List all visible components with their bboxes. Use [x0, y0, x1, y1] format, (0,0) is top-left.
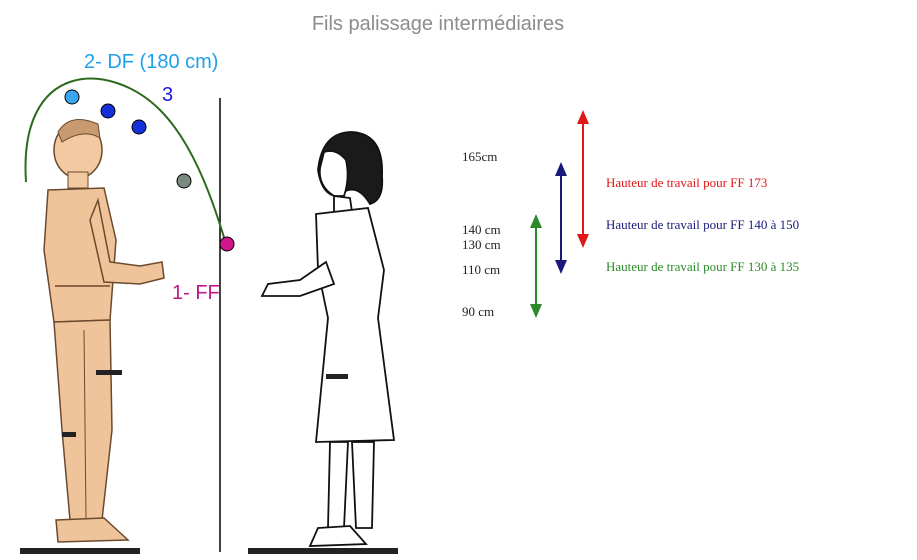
man-pocket-mark: [96, 370, 122, 375]
legend-red: Hauteur de travail pour FF 173: [606, 175, 767, 190]
woman-shoes: [308, 525, 368, 547]
man-ground: [20, 548, 140, 554]
man-leg-seam: [83, 329, 87, 519]
ff-label: 1- FF: [172, 282, 220, 304]
arrow-green-head-down: [530, 304, 542, 318]
arrow-navy-head-up: [555, 162, 567, 176]
legend-navy: Hauteur de travail pour FF 140 à 150: [606, 217, 799, 232]
dot-magenta: [219, 236, 235, 252]
arrow-green: [530, 214, 542, 318]
height-140: 140 cm: [462, 222, 501, 237]
arrow-red-head-down: [577, 234, 589, 248]
diagram-title: Fils palissage intermédiaires: [312, 13, 564, 35]
woman-pocket-mark: [326, 374, 348, 379]
woman-face: [318, 150, 349, 197]
df-label: 2- DF (180 cm): [84, 51, 218, 73]
arrow-green-head-up: [530, 214, 542, 228]
three-label: 3: [162, 84, 173, 106]
man-legs: [53, 319, 113, 521]
dot-gray: [176, 173, 192, 189]
man-arm: [89, 197, 165, 285]
dot-blue-2: [131, 119, 147, 135]
man-neck: [67, 171, 89, 189]
man-figure: [20, 119, 165, 554]
woman-ground: [248, 548, 398, 554]
arrow-red: [577, 110, 589, 248]
height-90: 90 cm: [462, 304, 494, 319]
arrow-navy: [555, 162, 567, 274]
woman-dress: [315, 207, 396, 443]
man-knee-mark: [62, 432, 76, 437]
height-110: 110 cm: [462, 262, 500, 277]
woman-arm: [260, 260, 336, 297]
man-hair: [57, 119, 101, 143]
woman-leg-front: [327, 441, 349, 529]
height-165: 165cm: [462, 149, 497, 164]
legend-green: Hauteur de travail pour FF 130 à 135: [606, 259, 799, 274]
man-shoes: [55, 517, 130, 543]
woman-leg-back: [351, 441, 375, 529]
wire-curve: [24, 77, 227, 245]
arrow-navy-head-down: [555, 260, 567, 274]
dot-light-blue: [64, 89, 80, 105]
height-130: 130 cm: [462, 237, 501, 252]
arrow-red-head-up: [577, 110, 589, 124]
woman-figure: [260, 131, 396, 547]
dot-blue-1: [100, 103, 116, 119]
